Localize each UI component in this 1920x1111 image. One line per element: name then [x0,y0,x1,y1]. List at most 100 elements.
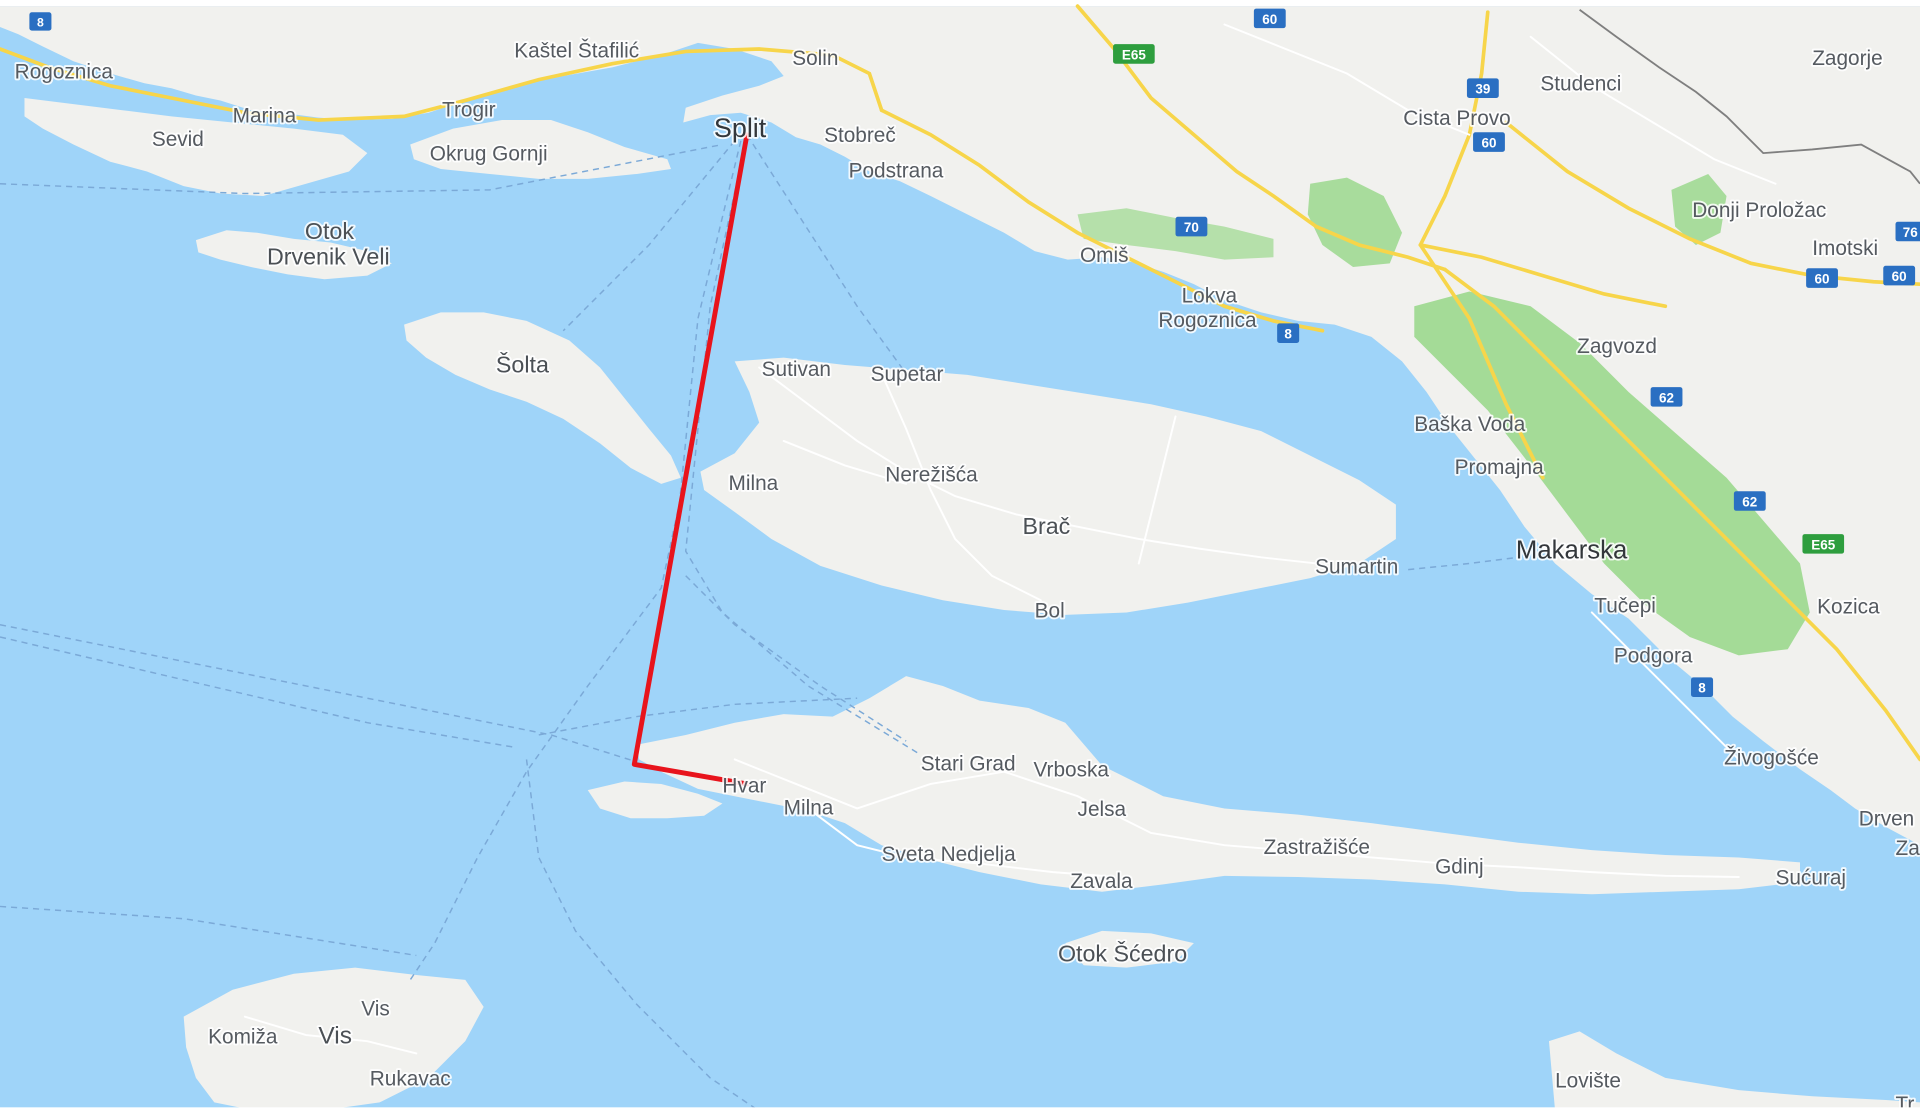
place-label: Studenci [1540,73,1621,96]
place-label: Okrug Gornji [430,142,548,165]
place-label: Jelsa [1078,798,1127,821]
road-shield: 8 [1277,323,1300,343]
place-label: Lokva [1182,285,1238,308]
drvenik-island [195,230,392,280]
frame-edge [0,0,1920,7]
place-label: Za [1896,837,1920,860]
svg-text:62: 62 [1742,495,1757,510]
svg-text:8: 8 [37,15,44,29]
route-line [631,132,750,787]
place-label: Omiš [1080,244,1129,267]
place-labels: Rogoznica Marina Sevid Trogir Kaštel Šta… [13,38,1920,1111]
place-label: Milna [784,797,834,820]
road-shield: 70 [1175,216,1208,237]
scedro-island [1065,930,1194,968]
road-shield: 8 [29,12,52,31]
place-label: Zavala [1070,870,1133,893]
svg-text:60: 60 [1481,136,1496,151]
svg-text:60: 60 [1892,269,1907,284]
svg-text:76: 76 [1903,225,1918,240]
place-label: Sućuraj [1776,866,1847,889]
place-label: Stari Grad [921,752,1016,775]
svg-text:E65: E65 [1122,47,1146,62]
place-label: Komiža [208,1026,278,1049]
place-label: Rukavac [370,1067,451,1090]
place-label: Cista Provo [1403,107,1510,130]
place-label: Makarska [1516,537,1628,565]
place-label: Hvar [722,775,766,798]
place-label: Supetar [871,363,944,386]
western-islets [24,97,368,196]
place-label: Otok Šćedro [1058,940,1187,967]
place-label: Drvenik Veli [267,244,390,270]
svg-text:E65: E65 [1811,537,1835,552]
place-label: Rogoznica [1158,309,1257,332]
mainland [0,6,1920,846]
place-label: Zagorje [1812,47,1883,70]
place-label: Marina [233,104,297,127]
place-label: Zagvozd [1577,335,1657,358]
ferry-routes [0,134,1519,1111]
place-label: Split [714,113,767,143]
place-label: Sevid [152,128,204,151]
minor-roads [243,23,1777,1055]
place-label: Stobreč [824,124,896,147]
hvar-island [636,676,1801,895]
biokovo-park [1414,291,1810,656]
road-shield: E65 [1802,534,1845,554]
road-shield: 60 [1806,268,1838,288]
road-shield: 60 [1253,8,1286,29]
park-area-donji [1671,173,1727,245]
place-label: Promajna [1455,456,1544,479]
place-label: Podgora [1614,645,1693,668]
svg-text:8: 8 [1698,681,1706,696]
place-label: Vis [361,997,390,1020]
road-shield: 76 [1895,221,1920,242]
place-label: Solin [792,47,838,70]
place-label: Živogošće [1724,746,1819,769]
place-label: Zastražišće [1264,836,1370,859]
place-label: Šolta [496,350,549,377]
place-label: Tr [1896,1093,1915,1111]
park-area-north [1307,177,1403,268]
place-label: Otok [305,218,354,244]
frame-edge [0,1107,1920,1111]
svg-text:70: 70 [1184,220,1199,235]
ciovo-island [410,120,672,179]
place-label: Vrboska [1033,759,1109,782]
road-shields: 8 60 E65 39 60 70 8 60 60 76 62 62 E65 8 [29,8,1920,697]
road-shield: 60 [1473,132,1505,152]
place-label: Kaštel Štafilić [514,40,639,63]
svg-text:62: 62 [1659,390,1674,405]
place-label: Podstrana [849,160,944,183]
svg-text:39: 39 [1475,82,1490,97]
svg-text:8: 8 [1284,327,1292,342]
place-label: Brač [1022,513,1070,539]
road-shield: 62 [1650,387,1683,407]
place-label: Lovište [1555,1070,1621,1093]
pakleni-islets [587,781,723,819]
road-shield: 8 [1691,677,1714,697]
place-label: Gdinj [1435,855,1484,878]
place-label: Donji Proložac [1692,199,1826,222]
place-label: Nerežišća [885,463,978,486]
road-shield: E65 [1113,44,1155,64]
place-label: Vis [318,1023,352,1050]
svg-text:60: 60 [1815,272,1830,287]
place-label: Sumartin [1315,555,1398,578]
place-label: Sveta Nedjelja [882,843,1017,866]
svg-text:60: 60 [1262,12,1277,27]
national-border [1579,9,1920,185]
place-label: Trogir [442,98,496,121]
place-label: Tučepi [1594,594,1656,617]
place-label: Rogoznica [15,60,114,83]
place-label: Imotski [1812,237,1878,260]
place-label: Baška Voda [1414,413,1525,436]
place-label: Sutivan [762,358,831,381]
road-shield: 39 [1466,78,1499,98]
solta-island [404,312,681,484]
place-label: Milna [729,472,779,495]
place-label: Bol [1035,599,1065,622]
